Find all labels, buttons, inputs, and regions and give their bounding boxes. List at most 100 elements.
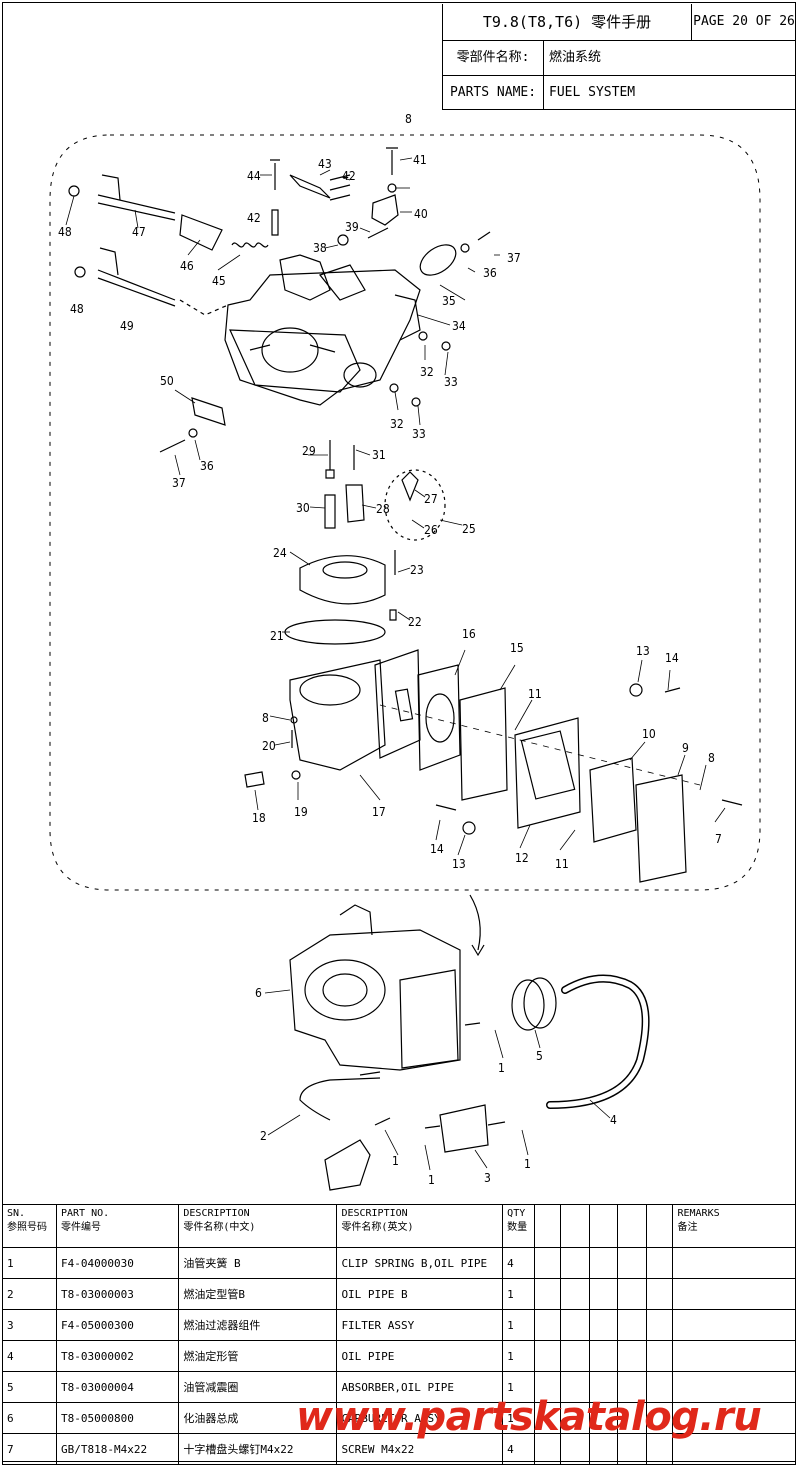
table-cell [672,1247,796,1279]
table-cell: ABSORBER,OIL PIPE [336,1371,504,1403]
table-cell: 4 [2,1340,57,1372]
callout-label: 48 [58,225,72,239]
callout-label: 14 [430,842,444,856]
callout-label: 8 [262,711,269,725]
table-cell: OIL PIPE B [336,1278,504,1310]
page-number: PAGE 20 OF 26 [693,14,795,29]
callout-label: 11 [555,857,569,871]
carburetor-assembled [289,894,650,1191]
table-cell [617,1402,648,1434]
callout-label: 6 [255,986,262,1000]
watermark-link[interactable]: www.partskatalog.ru [296,1394,762,1440]
table-cell: 化油器总成 [178,1402,338,1434]
table-cell [589,1371,619,1403]
callout-label: 32 [390,417,404,431]
table-cell [533,1247,562,1279]
table-cell [589,1247,619,1279]
table-cell [617,1309,648,1341]
callout-label: 39 [345,220,359,234]
callout-label: 17 [372,805,386,819]
table-cell: GB/T818-M4x22 [55,1433,180,1465]
table-cell [646,1278,674,1310]
parts-name-en-value: FUEL SYSTEM [549,85,636,100]
table-cell [589,1402,619,1434]
callout-label: 44 [247,169,261,183]
callout-label: 33 [444,375,458,389]
manual-title: T9.8(T8,T6) 零件手册 [443,4,692,40]
table-cell [533,1402,562,1434]
leader-lines [65,157,726,1171]
table-cell [560,1371,591,1403]
callout-labels: 1 1 1 1 2 3 4 5 6 7 8 8 8 9 10 11 11 12 … [58,112,722,1187]
callout-label: 13 [452,857,466,871]
callout-label: 36 [483,266,497,280]
table-cell [560,1247,591,1279]
callout-label: 4 [610,1113,617,1127]
callout-label: 37 [172,476,186,490]
carburetor-body-exploded [224,254,421,406]
assembly-boundary [49,134,761,891]
col-part-no: PART NO.零件编号 [55,1204,180,1248]
callout-label: 8 [708,751,715,765]
title-block: T9.8(T8,T6) 零件手册 PAGE 20 OF 26 零部件名称: 燃油… [442,4,796,110]
table-cell [533,1371,562,1403]
callout-label: 41 [413,153,427,167]
callout-label: 11 [528,687,542,701]
table-cell [589,1278,619,1310]
table-cell [646,1371,674,1403]
parts-name-en-label: PARTS NAME: [443,75,544,110]
table-cell [533,1340,562,1372]
table-cell [589,1340,619,1372]
callout-label: 40 [414,207,428,221]
callout-label: 33 [412,427,426,441]
small-parts [68,147,491,453]
table-cell [646,1309,674,1341]
callout-label: 15 [510,641,524,655]
callout-label: 42 [342,169,356,183]
callout-label: 38 [313,241,327,255]
table-cell: 十字槽盘头螺钉M4x22 [178,1433,338,1465]
callout-label: 28 [376,502,390,516]
callout-label: 8 [405,112,412,126]
callout-label: 1 [524,1157,531,1171]
callout-label: 30 [296,501,310,515]
table-cell: 油管夹簧 B [178,1247,338,1279]
table-cell [672,1371,796,1403]
table-cell [617,1340,648,1372]
parts-name-cn-label: 零部件名称: [443,40,544,75]
table-cell: T8-03000003 [55,1278,180,1310]
callout-label: 12 [515,851,529,865]
callout-label: 36 [200,459,214,473]
callout-label: 19 [294,805,308,819]
table-cell: F4-04000030 [55,1247,180,1279]
callout-label: 45 [212,274,226,288]
table-cell: 燃油定形管 [178,1340,338,1372]
callout-label: 7 [715,832,722,846]
callout-label: 26 [424,523,438,537]
table-cell: FILTER ASSY [336,1309,504,1341]
callout-label: 13 [636,644,650,658]
table-cell [560,1309,591,1341]
table-cell: 1 [2,1247,57,1279]
table-cell: 4 [502,1433,535,1465]
throttle-shafts [97,174,269,316]
callout-label: 42 [247,211,261,225]
callout-label: 10 [642,727,656,741]
table-cell [533,1309,562,1341]
table-cell [672,1278,796,1310]
callout-label: 16 [462,627,476,641]
table-cell [533,1433,562,1465]
table-cell: 5 [2,1371,57,1403]
table-cell: SCREW M4x22 [336,1433,504,1465]
table-cell: 6 [2,1402,57,1434]
table-cell: 3 [2,1309,57,1341]
table-cell: OIL PIPE [336,1340,504,1372]
